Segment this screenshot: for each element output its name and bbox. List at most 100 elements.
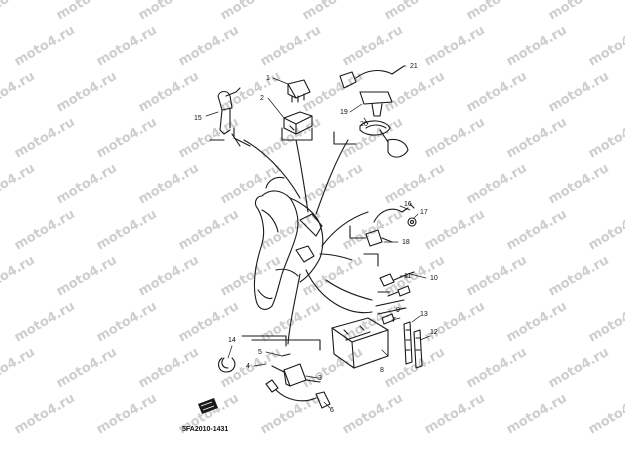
watermark-text: moto4.ru xyxy=(586,391,625,438)
bracket-marks xyxy=(233,127,391,351)
watermark-text: moto4.ru xyxy=(300,0,366,23)
callout-3: 3 xyxy=(318,375,322,382)
main-switch-part-15 xyxy=(217,87,241,135)
watermark-text: moto4.ru xyxy=(300,345,366,392)
watermark-text: moto4.ru xyxy=(54,69,120,116)
callout-leaders xyxy=(205,65,431,409)
callout-9: 9 xyxy=(396,307,400,314)
watermark-text: moto4.ru xyxy=(136,69,202,116)
watermark-text: moto4.ru xyxy=(94,23,160,70)
sensor-part-16-18 xyxy=(365,203,417,247)
callout-10: 10 xyxy=(430,275,438,282)
watermark-text: moto4.ru xyxy=(422,23,488,70)
ignition-coil-part-3-6 xyxy=(265,353,331,409)
watermark-text: moto4.ru xyxy=(546,161,612,208)
watermark-text: moto4.ru xyxy=(136,0,202,23)
watermark-text: moto4.ru xyxy=(382,161,448,208)
callout-14: 14 xyxy=(228,337,236,344)
watermark-text: moto4.ru xyxy=(218,253,284,300)
watermark-text: moto4.ru xyxy=(176,115,242,162)
harness-lines xyxy=(209,133,373,345)
watermark-text: moto4.ru xyxy=(546,345,612,392)
watermark-text: moto4.ru xyxy=(258,391,324,438)
watermark-text: moto4.ru xyxy=(12,115,78,162)
watermark-text: moto4.ru xyxy=(504,299,570,346)
watermark-text: moto4.ru xyxy=(422,391,488,438)
clamp-band-part-14 xyxy=(217,357,236,373)
watermark-text: moto4.ru xyxy=(586,207,625,254)
watermark-text: moto4.ru xyxy=(464,345,530,392)
watermark-text: moto4.ru xyxy=(54,253,120,300)
watermark-text: moto4.ru xyxy=(136,345,202,392)
diagram-code: 5FA2010-1431 xyxy=(182,426,228,433)
watermark-text: moto4.ru xyxy=(54,161,120,208)
callout-7: 7 xyxy=(392,317,396,324)
watermark-text: moto4.ru xyxy=(218,0,284,23)
watermark-text: moto4.ru xyxy=(464,253,530,300)
fiche-icon xyxy=(198,398,218,414)
watermark-text: moto4.ru xyxy=(546,253,612,300)
callout-21: 21 xyxy=(410,63,418,70)
watermark-text: moto4.ru xyxy=(0,345,38,392)
watermark-text: moto4.ru xyxy=(300,161,366,208)
watermark-text: moto4.ru xyxy=(218,161,284,208)
watermark-text: moto4.ru xyxy=(0,161,38,208)
watermark-text: moto4.ru xyxy=(340,23,406,70)
flasher-part-2 xyxy=(283,111,313,135)
watermark-text: moto4.ru xyxy=(0,253,38,300)
watermark-text: moto4.ru xyxy=(94,207,160,254)
callout-12: 12 xyxy=(430,329,438,336)
watermark-text: moto4.ru xyxy=(504,391,570,438)
watermark-text: moto4.ru xyxy=(136,253,202,300)
fuse-holder-part-10-11 xyxy=(379,271,415,297)
watermark-text: moto4.ru xyxy=(422,299,488,346)
callout-13: 13 xyxy=(420,311,428,318)
relay-part-1 xyxy=(287,79,311,103)
watermark-text: moto4.ru xyxy=(12,23,78,70)
watermark-text: moto4.ru xyxy=(546,0,612,23)
fuel-sender-part-19-20-21 xyxy=(339,65,409,158)
watermark-text: moto4.ru xyxy=(136,161,202,208)
callout-19: 19 xyxy=(340,109,348,116)
watermark-text: moto4.ru xyxy=(94,391,160,438)
watermark-text: moto4.ru xyxy=(586,115,625,162)
watermark-text: moto4.ru xyxy=(504,23,570,70)
watermark-text: moto4.ru xyxy=(422,115,488,162)
callout-6: 6 xyxy=(330,407,334,414)
scooter-outline xyxy=(253,176,324,310)
callout-17: 17 xyxy=(420,209,428,216)
callout-4: 4 xyxy=(246,363,250,370)
watermark-text: moto4.ru xyxy=(504,115,570,162)
callout-15: 15 xyxy=(194,115,202,122)
callout-16: 16 xyxy=(404,201,412,208)
watermark-text: moto4.ru xyxy=(504,207,570,254)
watermark-text: moto4.ru xyxy=(0,69,38,116)
watermark-text: moto4.ru xyxy=(464,69,530,116)
watermark-text: moto4.ru xyxy=(12,207,78,254)
watermark-text: moto4.ru xyxy=(12,299,78,346)
watermark-text: moto4.ru xyxy=(382,0,448,23)
callout-8: 8 xyxy=(380,367,384,374)
watermark-text: moto4.ru xyxy=(54,0,120,23)
watermark-text: moto4.ru xyxy=(546,69,612,116)
watermark-text: moto4.ru xyxy=(340,115,406,162)
watermark-text: moto4.ru xyxy=(0,0,38,23)
callout-11: 11 xyxy=(404,273,411,280)
watermark-text: moto4.ru xyxy=(422,207,488,254)
callout-5: 5 xyxy=(258,349,262,356)
watermark-text: moto4.ru xyxy=(586,299,625,346)
watermark-text: moto4.ru xyxy=(94,115,160,162)
watermark-text: moto4.ru xyxy=(12,391,78,438)
callout-1: 1 xyxy=(266,75,270,82)
watermark-text: moto4.ru xyxy=(176,23,242,70)
watermark-text: moto4.ru xyxy=(382,69,448,116)
watermark-text: moto4.ru xyxy=(586,23,625,70)
watermark-text: moto4.ru xyxy=(258,23,324,70)
watermark-text: moto4.ru xyxy=(340,391,406,438)
callout-20: 20 xyxy=(360,121,368,128)
callout-2: 2 xyxy=(260,95,264,102)
watermark-text: moto4.ru xyxy=(54,345,120,392)
